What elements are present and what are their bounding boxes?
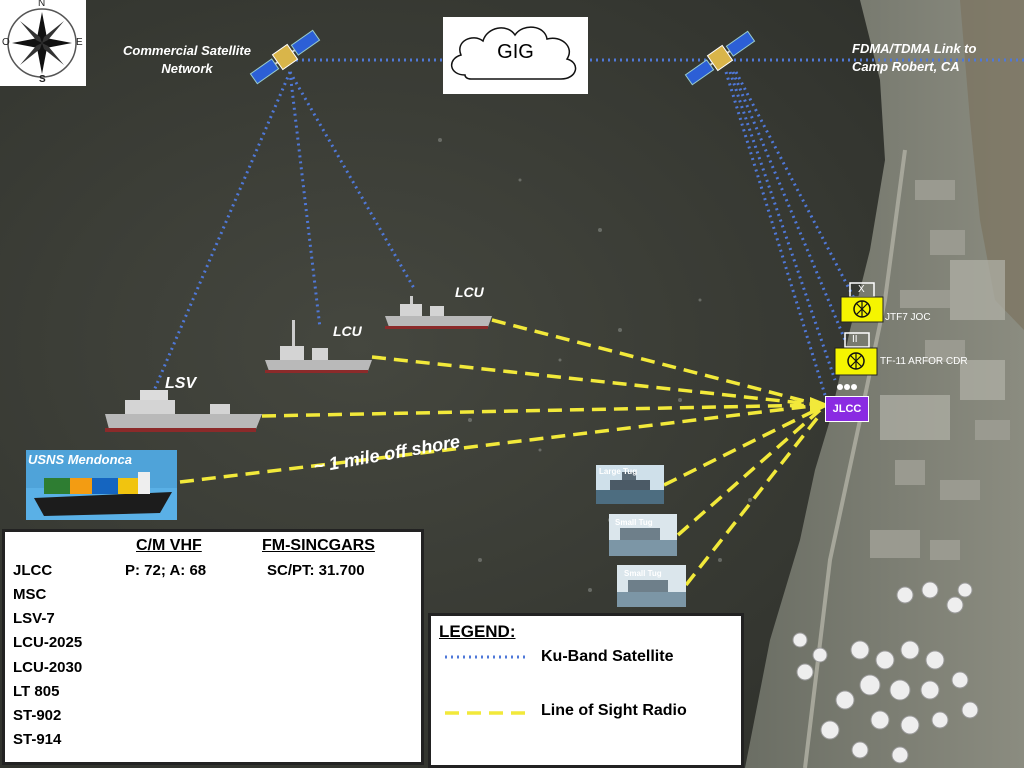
sat-link-jlcc-2 <box>728 71 837 381</box>
freq-row-name: LCU-2030 <box>13 659 83 676</box>
commercial-satellite-label: Commercial Satellite Network <box>106 42 268 78</box>
compass-north: N <box>38 0 46 9</box>
gig-box: GIG <box>443 17 588 94</box>
radio-link-usns <box>179 403 821 484</box>
small-tug-1-photo <box>609 514 677 556</box>
radio-link-small-tug-2 <box>684 410 824 587</box>
lcu-top-ship <box>385 296 492 329</box>
hillside <box>960 0 1024 330</box>
unit-dots <box>837 384 857 390</box>
freq-row-name: ST-902 <box>13 707 62 724</box>
usns-label: USNS Mendonca <box>28 452 133 467</box>
frequency-table: C/M VHF FM-SINCGARS JLCC P: 72; A: 68 SC… <box>2 529 424 765</box>
large-tug-label: Large Tug <box>599 467 638 476</box>
small-tug-2-label: Small Tug <box>624 569 662 578</box>
legend-box: LEGEND: Ku-Band Satellite Line of Sight … <box>428 613 744 768</box>
radio-link-large-tug <box>663 406 821 487</box>
legend-radio-label: Line of Sight Radio <box>541 702 687 719</box>
jtf7-echelon: X <box>858 284 865 295</box>
lcu-top-label: LCU <box>455 284 484 300</box>
radio-link-lcu-top <box>491 318 821 407</box>
gig-label: GIG <box>497 41 534 63</box>
freq-row-name: LSV-7 <box>13 610 55 627</box>
fdma-link-label-line1: FDMA/TDMA Link to <box>852 41 977 56</box>
gig-cloud-icon <box>451 26 577 80</box>
freq-row-name: JLCC <box>13 562 53 579</box>
tf11-arfor-symbol <box>834 332 878 376</box>
radio-links <box>179 318 824 587</box>
lsv-ship <box>105 390 262 432</box>
radio-link-lsv <box>261 403 821 418</box>
tf11-arfor-label: TF-11 ARFOR CDR <box>880 356 968 367</box>
legend-swatches <box>445 655 529 715</box>
tf11-echelon: II <box>852 334 858 345</box>
jlcc-node: JLCC <box>825 396 869 422</box>
compass-south: S <box>39 74 46 85</box>
freq-row-vhf: P: 72; A: 68 <box>125 562 207 579</box>
compass-west: O <box>2 37 10 48</box>
legend-title: LEGEND: <box>439 622 516 641</box>
satellite-right-icon <box>684 30 756 86</box>
lcu-mid-label: LCU <box>333 323 362 339</box>
legend-satellite-label: Ku-Band Satellite <box>541 648 674 665</box>
freq-row-name: MSC <box>13 586 47 603</box>
freq-header-sincgars: FM-SINCGARS <box>262 537 375 554</box>
usns-photo <box>26 450 177 520</box>
compass-rose <box>0 0 86 86</box>
jtf7-joc-symbol <box>840 282 884 323</box>
large-tug-photo <box>596 465 664 504</box>
freq-row-name: LCU-2025 <box>13 634 83 651</box>
satellite-left-icon <box>249 29 321 85</box>
sat-link-jlcc-3 <box>731 71 847 341</box>
fuel-tanks <box>792 581 979 764</box>
freq-row-sincgars: SC/PT: 31.700 <box>267 562 365 579</box>
fdma-link-label: FDMA/TDMA Link to Camp Robert, CA <box>852 40 976 76</box>
convergence-arrow <box>810 397 830 415</box>
lcu-mid-ship <box>265 320 372 373</box>
freq-row-name: LT 805 <box>13 683 60 700</box>
small-tug-2-photo <box>617 565 686 607</box>
compass-east: E <box>76 37 83 48</box>
sat-link-lcu-mid <box>288 71 322 329</box>
jtf7-joc-label: JTF7 JOC <box>885 312 931 323</box>
radio-link-small-tug-1 <box>676 408 822 537</box>
radio-link-lcu-mid <box>371 355 821 407</box>
fdma-link-label-line2: Camp Robert, CA <box>852 59 960 74</box>
freq-row-name: ST-914 <box>13 731 62 748</box>
sat-link-jlcc-4 <box>734 71 857 301</box>
port-buildings <box>870 180 1010 560</box>
freq-header-vhf: C/M VHF <box>136 537 202 554</box>
lsv-label: LSV <box>165 375 197 392</box>
satellite-links <box>148 58 1024 401</box>
small-tug-1-label: Small Tug <box>615 518 653 527</box>
commercial-satellite-label-line2: Network <box>161 61 213 76</box>
commercial-satellite-label-line1: Commercial Satellite <box>123 43 251 58</box>
sat-link-jlcc-1 <box>724 71 827 396</box>
parking-lots <box>880 260 1005 440</box>
